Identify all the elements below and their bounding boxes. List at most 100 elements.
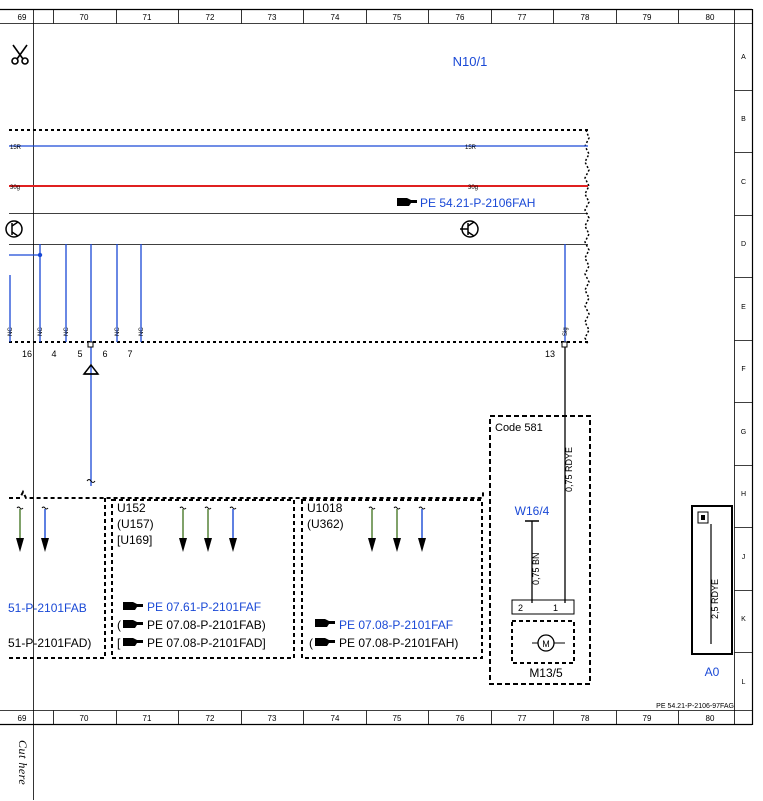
label-15r-left: 15R [10,145,22,151]
cut-here-label: Cut here [16,740,30,786]
pin-16: 16 [22,349,32,359]
wire-arrow [418,506,426,552]
u152-prefix-2: [ [117,636,121,650]
pointing-hand-icon [397,198,417,206]
u157-label: (U157) [117,517,154,531]
label-30g-right: 30g [468,185,478,191]
pin-7: 7 [127,349,132,359]
column-dividers [53,9,679,725]
module-boxes [9,489,484,659]
col-label-78-bottom: 78 [581,714,590,723]
row-label-l: L [742,679,746,686]
u152-ref-blue[interactable]: PE 07.61-P-2101FAF [147,600,261,614]
row-label-d: D [741,241,746,248]
module-arrows [16,506,426,552]
a0-label[interactable]: A0 [705,665,720,679]
pointing-hand-icon [123,602,143,610]
col-label-77: 77 [518,13,527,22]
motor-label-m13-5: M13/5 [529,666,563,680]
wire-arrow [204,506,212,552]
scissors-icon [11,44,29,65]
sig-label: Sig [563,327,569,336]
col-label-79: 79 [643,13,652,22]
u1018-ref-1[interactable]: PE 07.08-P-2101FAH) [339,636,458,650]
internal-rails [9,213,588,245]
col-label-79-bottom: 79 [643,714,652,723]
pointing-hand-icon [123,620,143,628]
col-label-70-bottom: 70 [80,714,89,723]
row-labels: A B C D E F G H J K L [741,54,746,686]
left-ref-blue[interactable]: 51-P-2101FAB [8,601,87,615]
col-label-77-bottom: 77 [518,714,527,723]
u169-label: [U169] [117,533,152,547]
frame [0,8,754,800]
col-label-78: 78 [581,13,590,22]
label-30g-left: 30g [10,185,20,191]
col-label-69: 69 [18,13,27,22]
col-label-71-bottom: 71 [143,714,152,723]
row-label-g: G [741,429,746,436]
wire-arrow [41,506,49,552]
u1018-label: U1018 [307,501,343,515]
code-581-box [489,415,591,685]
col-label-75: 75 [393,13,402,22]
col-label-74-bottom: 74 [331,714,340,723]
nc-label-3: NC [64,327,70,336]
col-label-72: 72 [206,13,215,22]
col-label-73: 73 [268,13,277,22]
row-label-f: F [741,366,745,373]
wire-arrow [16,506,24,552]
u1018-ref-blue[interactable]: PE 07.08-P-2101FAF [339,618,453,632]
transistor-icon-right [460,220,479,238]
col-label-72-bottom: 72 [206,714,215,723]
row-label-c: C [741,179,746,186]
row-label-a: A [741,54,746,61]
nc-label-2: NC [38,327,44,336]
internal-pin-lines [9,244,566,486]
col-label-76-bottom: 76 [456,714,465,723]
wire-arrow [229,506,237,552]
u152-prefix-1: ( [117,618,121,632]
col-label-69-bottom: 69 [18,714,27,723]
wire-arrow [368,506,376,552]
row-label-b: B [741,116,746,123]
col-label-73-bottom: 73 [268,714,277,723]
column-labels-top: 69 70 71 72 73 74 75 76 77 78 79 80 [18,13,715,22]
motor-pin-1: 1 [553,603,558,613]
left-ref-black[interactable]: 51-P-2101FAD) [8,636,91,650]
pointing-hand-icon [123,638,143,646]
column-labels-bottom: 69 70 71 72 73 74 75 76 77 78 79 80 [18,714,715,723]
col-label-70: 70 [80,13,89,22]
ref-pointer-top [397,198,417,206]
nc-label-5: NC [139,327,145,336]
u152-ref-2[interactable]: PE 07.08-P-2101FAD] [147,636,266,650]
row-dividers [734,90,753,653]
nc-labels: NC NC NC NC NC Sig [8,327,569,336]
connector-w16-4[interactable]: W16/4 [515,504,550,518]
a0-wire-label: 2,5 RDYE [710,579,720,619]
wire-arrow [393,506,401,552]
pin-6: 6 [102,349,107,359]
col-label-80: 80 [706,13,715,22]
a0-component-box [691,505,733,655]
break-mark [86,479,96,483]
motor-housing [511,620,575,664]
transistor-icon-left [5,220,23,238]
u362-label: (U362) [307,517,344,531]
col-label-76: 76 [456,13,465,22]
col-label-71: 71 [143,13,152,22]
wire-label-rdye: 0,75 RDYE [564,447,574,492]
doc-reference: PE 54.21-P-2106-97FAG [656,703,734,710]
col-label-80-bottom: 80 [706,714,715,723]
wire-label-bn: 0,75 BN [531,552,541,585]
col-label-75-bottom: 75 [393,714,402,723]
row-label-j: J [742,554,746,561]
motor-connector [511,599,575,615]
control-unit-outline [9,129,588,343]
u152-ref-1[interactable]: PE 07.08-P-2101FAB) [147,618,266,632]
pointing-hand-icon [315,619,335,627]
col-label-74: 74 [331,13,340,22]
ref-link-top[interactable]: PE 54.21-P-2106FAH [420,196,535,210]
junction-dot [37,252,43,258]
